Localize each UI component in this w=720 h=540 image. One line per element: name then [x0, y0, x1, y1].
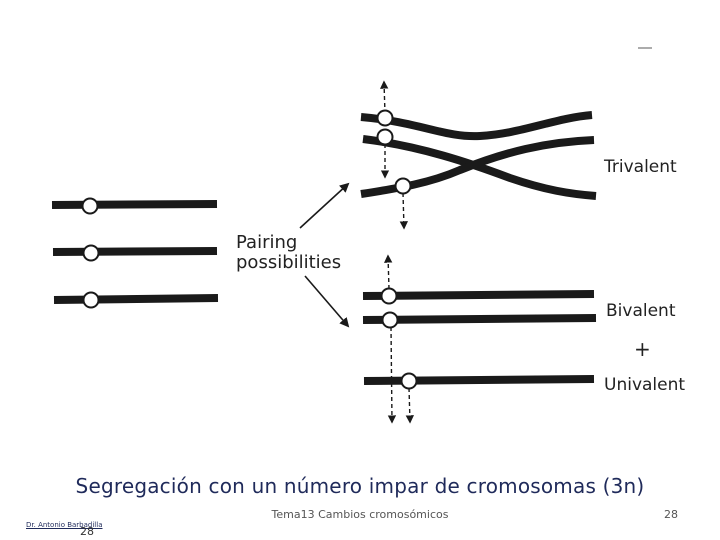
bivalent-label: Bivalent: [606, 301, 676, 321]
arrow-to-trivalent: [299, 182, 350, 229]
trivalent-centromere-1: [376, 109, 394, 127]
spindle-pull-down-trivalent-2: [399, 192, 409, 230]
trivalent-configuration: [360, 80, 597, 230]
univalent-chromosome: [363, 375, 595, 385]
chromosome-left-2: [52, 247, 218, 256]
spindle-pull-up: [380, 80, 389, 115]
trivalent-label: Trivalent: [603, 157, 677, 177]
bivalent-chromosome-1: [362, 290, 595, 300]
pairing-label-line2: possibilities: [236, 252, 341, 273]
pairing-label-line1: Pairing: [236, 232, 297, 253]
centromere-left-2: [82, 244, 100, 262]
trivalent-chromosome-1: [360, 111, 593, 141]
centromere-left-3: [82, 291, 100, 309]
centromere-left-1: [81, 197, 99, 215]
plus-sign: +: [634, 337, 651, 361]
trivalent-chromosome-2: [362, 135, 597, 200]
trivalent-centromere-3: [394, 177, 412, 195]
unpaired-chromosomes: [51, 197, 219, 309]
bivalent-chromosome-2: [362, 314, 597, 324]
trivalent-centromere-2: [376, 128, 394, 146]
spindle-pull-down-bivalent: [387, 326, 397, 424]
arrow-to-bivalent: [304, 275, 350, 328]
spindle-pull-down-univalent: [405, 387, 415, 424]
univalent-label: Univalent: [604, 375, 685, 395]
chromosome-left-1: [51, 200, 218, 209]
author-page-number: 28: [80, 525, 94, 538]
univalent-centromere: [400, 372, 418, 390]
footer-page-number: 28: [664, 508, 678, 521]
bivalent-configuration: [362, 254, 597, 424]
bivalent-centromere-2: [381, 311, 399, 329]
slide-caption: Segregación con un número impar de cromo…: [75, 474, 645, 498]
author-link[interactable]: Dr. Antonio Barbadilla: [26, 521, 103, 529]
bivalent-centromere-1: [380, 287, 398, 305]
spindle-pull-up-bivalent: [384, 254, 393, 290]
univalent-configuration: [363, 372, 595, 424]
footer-topic: Tema13 Cambios cromosómicos: [271, 508, 449, 521]
pairing-diagram: Pairing possibilities Trivalent Biv: [51, 47, 685, 424]
chromosome-left-3: [53, 294, 219, 304]
